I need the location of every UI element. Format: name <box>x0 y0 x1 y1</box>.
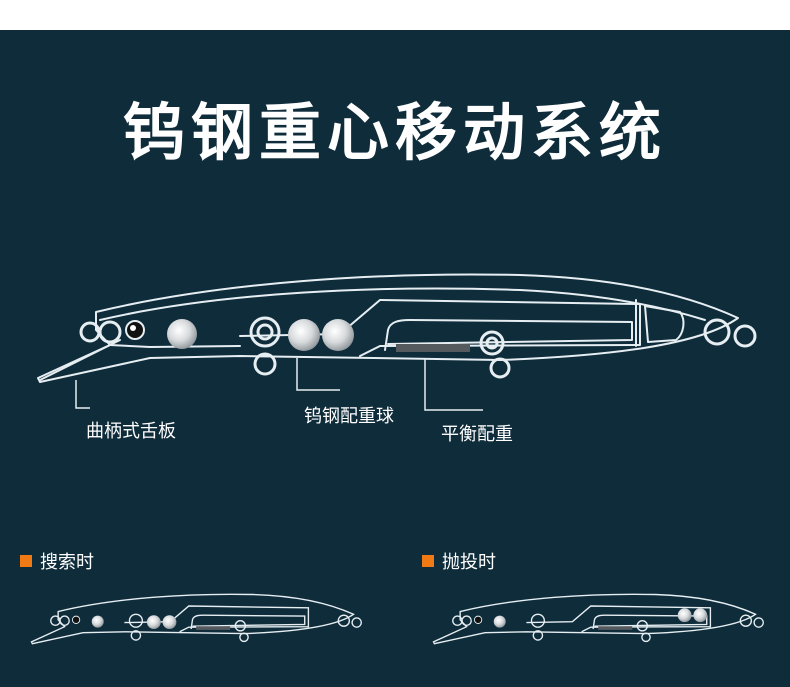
callout-line-balance <box>424 358 483 411</box>
lure-body-outline <box>37 273 739 383</box>
front-hook-eye <box>249 316 281 348</box>
rear-ball-front <box>167 319 197 349</box>
balance-hook-eye <box>479 330 505 356</box>
orange-square-icon <box>20 555 32 567</box>
balance-weight-bar <box>396 344 470 352</box>
orange-square-icon <box>422 555 434 567</box>
callout-balls-label: 钨钢配重球 <box>304 406 394 427</box>
mode-cast: 抛投时 <box>422 548 496 574</box>
lure-lip <box>39 339 121 381</box>
callout-line-lip <box>75 380 90 409</box>
tungsten-ball-1 <box>288 319 320 351</box>
top-white-strip <box>0 0 790 30</box>
callout-lip-label: 曲柄式舌板 <box>86 421 176 442</box>
callout-line-balls <box>296 358 340 391</box>
page-title: 钨钢重心移动系统 <box>122 96 667 169</box>
callout-balance-label: 平衡配重 <box>441 424 513 445</box>
mode-search-label: 搜索时 <box>40 552 94 573</box>
mode-cast-label: 抛投时 <box>442 552 496 573</box>
tungsten-ball-2 <box>322 319 354 351</box>
mode-search: 搜索时 <box>20 548 94 574</box>
tail-hook-eye <box>703 318 731 346</box>
